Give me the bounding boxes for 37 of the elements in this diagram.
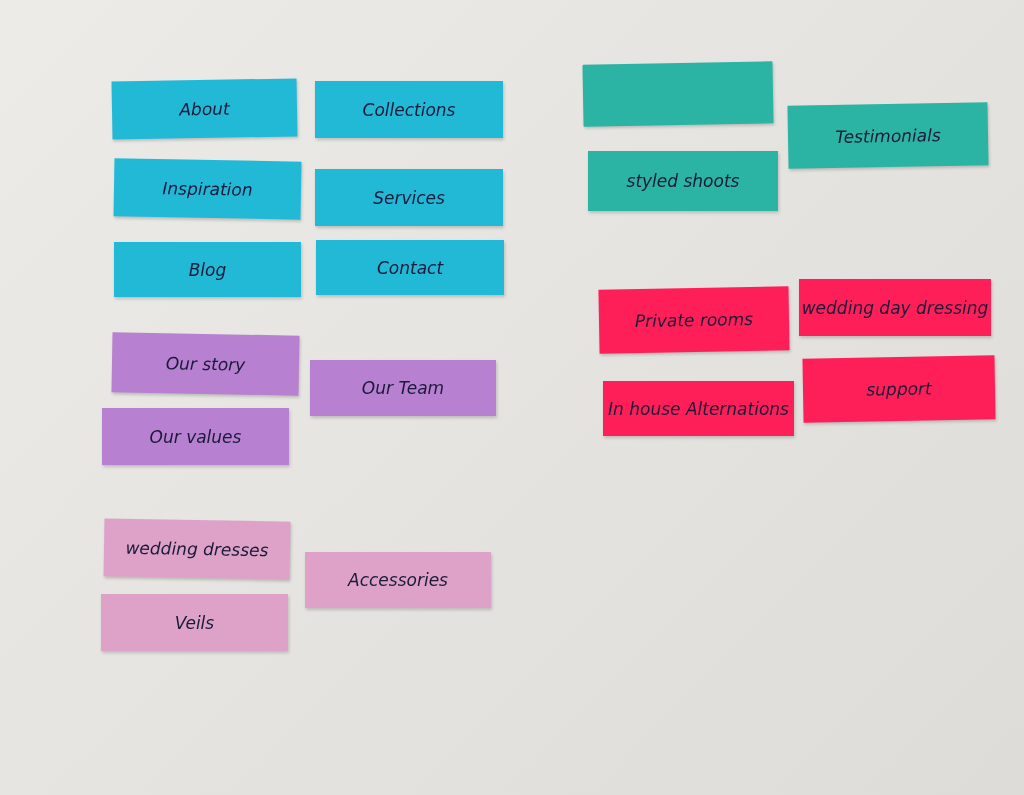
sticky-note (315, 169, 503, 226)
note-text: Contact (376, 257, 444, 278)
note-text: wedding dresses (125, 537, 269, 561)
sticky-note (114, 242, 301, 297)
blank-sticky-note (582, 61, 774, 127)
note-text: styled shoots (626, 171, 740, 191)
sticky-note (802, 355, 996, 423)
note-text: In house Alternations (608, 398, 789, 419)
note-text: support (866, 378, 932, 400)
note-text: Testimonials (835, 124, 941, 147)
note-text: Our values (149, 426, 242, 447)
sticky-note (305, 552, 491, 608)
sticky-note (111, 78, 298, 140)
note-text: Collections (362, 99, 456, 120)
sticky-note (102, 408, 289, 465)
sticky-note (588, 151, 778, 211)
note-text: Private rooms (634, 308, 754, 332)
note-text: About (179, 98, 230, 120)
note-text: Veils (174, 612, 215, 633)
sticky-note (799, 279, 991, 336)
note-text: wedding day dressing (801, 297, 989, 318)
sticky-note (113, 158, 302, 220)
note-text: Blog (188, 259, 227, 280)
note-text: Accessories (348, 570, 448, 590)
sticky-note (787, 102, 989, 169)
sticky-note (598, 286, 790, 354)
sticky-note (101, 594, 288, 651)
note-text: Services (373, 187, 445, 208)
note-text: Our story (165, 353, 246, 375)
note-text: Inspiration (162, 178, 253, 200)
sticky-note (103, 518, 291, 580)
sticky-note (310, 360, 496, 416)
sticky-note (316, 240, 504, 295)
sticky-note (111, 332, 300, 396)
note-text: Our Team (361, 378, 445, 398)
sticky-note (603, 381, 794, 436)
sticky-note (315, 81, 503, 138)
